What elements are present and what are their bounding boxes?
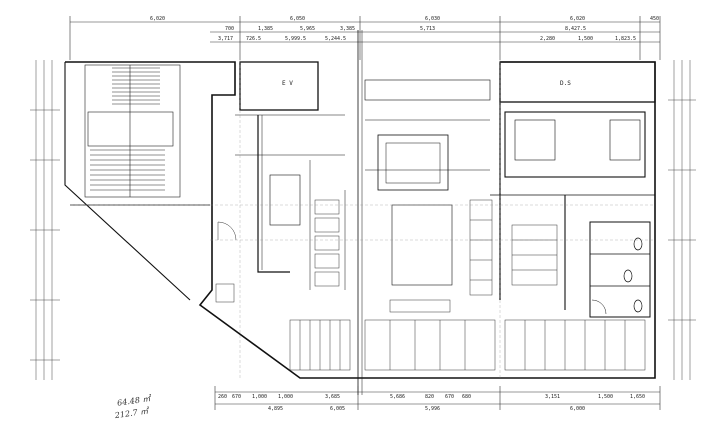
- top-dim-r2-1: 700: [225, 26, 234, 32]
- toilet-rooms: [589, 221, 651, 318]
- right-booth-blocks: [364, 199, 646, 371]
- bottom-dimension-lines: [214, 386, 661, 410]
- handwritten-area-2: 212.7 ㎡: [113, 406, 150, 420]
- staircase: [84, 64, 181, 198]
- toilet-3: [633, 299, 643, 313]
- top-dim-r3-6: 1,500: [578, 36, 593, 42]
- bottom-dim-6: 5,686: [390, 394, 405, 400]
- grid-lines: [70, 60, 655, 380]
- bottom-dim-11: 1,500: [598, 394, 613, 400]
- ds-room: D.S: [499, 61, 656, 103]
- handwritten-note: 64.48 ㎡ 212.7 ㎡: [113, 394, 153, 420]
- ds-room-label: D.S: [560, 80, 571, 87]
- handwritten-area-1: 64.48 ㎡: [117, 394, 153, 408]
- top-dim-r3-3: 5,999.5: [285, 36, 306, 42]
- top-dim-1: 6,020: [150, 16, 165, 22]
- side-dimension-lines: [30, 60, 696, 380]
- bottom-dim-1: 260: [218, 394, 227, 400]
- bottom-dim-5: 3,685: [325, 394, 340, 400]
- bottom-dim-9: 680: [462, 394, 471, 400]
- top-dim-r2-3: 5,965: [300, 26, 315, 32]
- stair-treads-lower: [90, 149, 165, 191]
- bottom-dim-r2-1: 4,895: [268, 406, 283, 412]
- top-dim-r2-6: 8,427.5: [565, 26, 586, 32]
- elevator-room: E V: [239, 61, 319, 111]
- bottom-dim-12: 1,650: [630, 394, 645, 400]
- left-interior-walls: [235, 114, 346, 290]
- top-dim-r2-4: 3,385: [340, 26, 355, 32]
- left-door-swing: [215, 221, 237, 303]
- top-dim-r3-1: 3,717: [218, 36, 233, 42]
- top-dim-r2-5: 5,713: [420, 26, 435, 32]
- top-dim-r3-4: 5,244.5: [325, 36, 346, 42]
- bottom-dim-r2-4: 6,000: [570, 406, 585, 412]
- bottom-dim-r2-2: 6,005: [330, 406, 345, 412]
- top-dimension-row3: 3,717 726.5 5,999.5 5,244.5 2,280 1,500 …: [218, 36, 636, 42]
- top-dim-5: 450: [650, 16, 659, 22]
- bottom-dimension-row1: 260 670 1,000 1,000 3,685 5,686 820 670 …: [218, 394, 645, 400]
- top-dim-r3-2: 726.5: [246, 36, 261, 42]
- top-dimension-row1: 6,020 6,050 6,030 6,020 450: [150, 16, 659, 22]
- bottom-dim-10: 3,151: [545, 394, 560, 400]
- bottom-dim-2: 670: [232, 394, 241, 400]
- left-seating-blocks: [289, 199, 351, 371]
- ev-room-label: E V: [282, 80, 293, 87]
- top-dim-2: 6,050: [290, 16, 305, 22]
- bottom-dimension-row2: 4,895 6,005 5,996 6,000: [268, 406, 585, 412]
- bottom-dim-3: 1,000: [252, 394, 267, 400]
- top-dim-r3-7: 1,823.5: [615, 36, 636, 42]
- top-dimension-lines: [69, 16, 661, 60]
- right-interior-walls: [364, 79, 655, 310]
- stair-treads-upper: [112, 67, 160, 105]
- top-dimension-row2: 700 1,385 5,965 3,385 5,713 8,427.5: [225, 26, 586, 32]
- toilet-2: [623, 269, 633, 283]
- bottom-dim-8: 670: [445, 394, 454, 400]
- bottom-dim-7: 820: [425, 394, 434, 400]
- toilet-1: [633, 237, 643, 251]
- bottom-dim-4: 1,000: [278, 394, 293, 400]
- top-dim-r2-2: 1,385: [258, 26, 273, 32]
- top-dim-3: 6,030: [425, 16, 440, 22]
- top-dim-r3-5: 2,280: [540, 36, 555, 42]
- bottom-dim-r2-3: 5,996: [425, 406, 440, 412]
- top-dim-4: 6,020: [570, 16, 585, 22]
